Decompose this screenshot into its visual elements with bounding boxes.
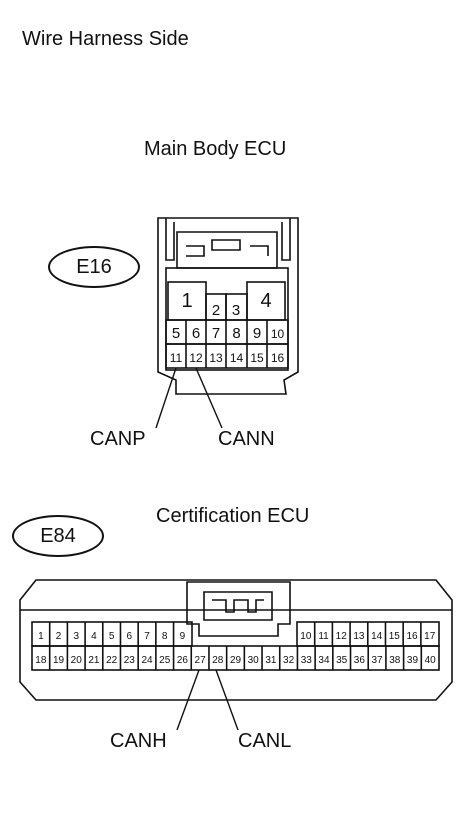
pin-number-9: 9 [180,631,186,642]
pin-number-11: 11 [318,631,329,642]
pin-number-13: 13 [353,631,365,642]
pin-number-12: 12 [189,351,203,365]
pin-number-14: 14 [371,631,383,642]
pin-number-33: 33 [301,655,313,666]
connector-id-badge-e84: E84 [12,515,104,557]
pin-number-28: 28 [212,655,224,666]
pin-number-25: 25 [159,655,171,666]
pin-number-31: 31 [265,655,277,666]
pin-number-32: 32 [283,655,295,666]
pin-number-39: 39 [407,655,419,666]
pin-number-2: 2 [212,302,220,319]
pin-number-14: 14 [230,351,244,365]
pin-number-36: 36 [354,655,366,666]
pin-number-6: 6 [127,631,133,642]
pin-number-17: 17 [424,631,436,642]
connector-id-e16: E16 [76,255,112,278]
pin-number-11: 11 [170,351,183,365]
pin-number-10: 10 [300,631,312,642]
pin-number-40: 40 [425,655,437,666]
pin-number-19: 19 [53,655,65,666]
pin-number-4: 4 [260,290,271,312]
pin-number-34: 34 [318,655,330,666]
pin-number-9: 9 [253,325,261,342]
leader-line-canh [176,669,200,731]
pin-number-30: 30 [248,655,260,666]
pin-number-5: 5 [172,325,180,342]
pin-number-3: 3 [232,302,240,319]
pin-number-38: 38 [389,655,401,666]
pin-number-5: 5 [109,631,115,642]
pin-number-23: 23 [124,655,136,666]
pin-number-2: 2 [56,631,62,642]
pin-number-1: 1 [181,290,192,312]
e16-connector-body [157,217,299,395]
pin-number-21: 21 [88,655,100,666]
pin-number-10: 10 [271,327,285,341]
connector-id-badge-e16: E16 [48,246,140,288]
pin-number-16: 16 [271,351,285,365]
e84-connector-body [19,579,453,701]
pin-number-24: 24 [141,655,153,666]
pin-number-26: 26 [177,655,189,666]
pin-number-18: 18 [35,655,47,666]
signal-label-cann: CANN [218,428,275,450]
pin-number-12: 12 [336,631,348,642]
pin-number-22: 22 [106,655,118,666]
pin-number-15: 15 [389,631,401,642]
pin-number-6: 6 [192,325,200,342]
pin-number-8: 8 [232,325,240,342]
connector-caption-certification-ecu: Certification ECU [156,505,310,527]
pin-number-8: 8 [162,631,168,642]
signal-label-canp: CANP [90,428,146,450]
pin-number-20: 20 [71,655,83,666]
leader-line-canp [155,367,177,429]
signal-label-canh: CANH [110,730,167,752]
pin-number-29: 29 [230,655,242,666]
signal-label-canl: CANL [238,730,292,752]
pin-number-1: 1 [38,631,44,642]
pin-number-37: 37 [372,655,384,666]
pin-number-35: 35 [336,655,348,666]
pin-number-7: 7 [212,325,220,342]
pin-number-13: 13 [209,351,223,365]
connector-caption-main-body-ecu: Main Body ECU [144,138,287,160]
page-title: Wire Harness Side [22,28,189,50]
connector-id-e84: E84 [40,524,76,547]
pin-number-15: 15 [250,351,264,365]
pin-number-7: 7 [144,631,150,642]
leader-line-canl [215,669,239,731]
pin-number-4: 4 [91,631,97,642]
pin-number-27: 27 [195,655,207,666]
pin-number-3: 3 [73,631,79,642]
pin-number-16: 16 [406,631,418,642]
leader-line-cann [195,367,223,429]
